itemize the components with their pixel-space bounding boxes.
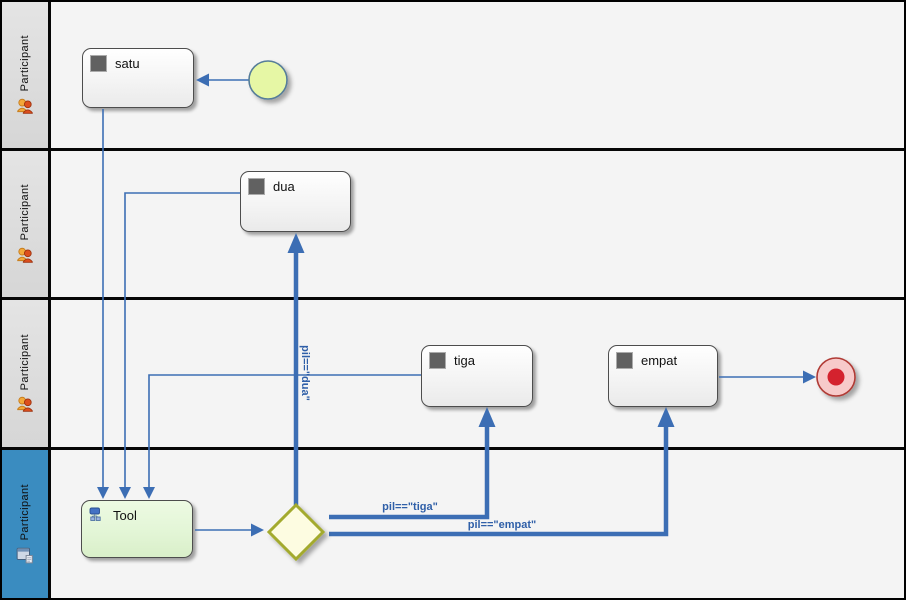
task-empat[interactable]: empat — [608, 345, 718, 407]
participants-icon — [16, 395, 34, 413]
flow-label-empat[interactable]: pil=="empat" — [467, 519, 537, 531]
task-marker-icon — [248, 178, 265, 195]
task-satu[interactable]: satu — [82, 48, 194, 108]
lane-4-header[interactable]: Participant — [2, 450, 51, 598]
lane-2: Participant — [2, 151, 904, 300]
task-label: satu — [115, 56, 140, 71]
flow-label-dua[interactable]: pil=="dua" — [299, 345, 311, 401]
lane-2-header[interactable]: Participant — [2, 151, 51, 297]
lane-label: Participant — [19, 184, 31, 241]
flow-label-tiga[interactable]: pil=="tiga" — [382, 501, 438, 513]
lane-2-body — [51, 151, 904, 297]
lane-label: Participant — [19, 484, 31, 541]
task-tiga[interactable]: tiga — [421, 345, 533, 407]
task-label: empat — [641, 353, 678, 368]
participants-icon — [16, 97, 34, 115]
tool-task-icon — [89, 507, 105, 523]
lane-1-header[interactable]: Participant — [2, 2, 51, 148]
lane-label: Participant — [19, 333, 31, 391]
task-label: tiga — [454, 353, 475, 368]
lane-3-header[interactable]: Participant — [2, 300, 51, 447]
task-dua[interactable]: dua — [240, 171, 351, 232]
task-marker-icon — [90, 55, 107, 72]
task-label: dua — [273, 179, 295, 194]
lane-label: Participant — [19, 35, 31, 92]
task-marker-icon — [616, 352, 633, 369]
task-marker-icon — [429, 352, 446, 369]
task-label: Tool — [113, 507, 137, 523]
participants-icon — [16, 246, 34, 264]
task-tool[interactable]: Tool — [81, 500, 193, 558]
system-participant-icon — [16, 546, 34, 564]
